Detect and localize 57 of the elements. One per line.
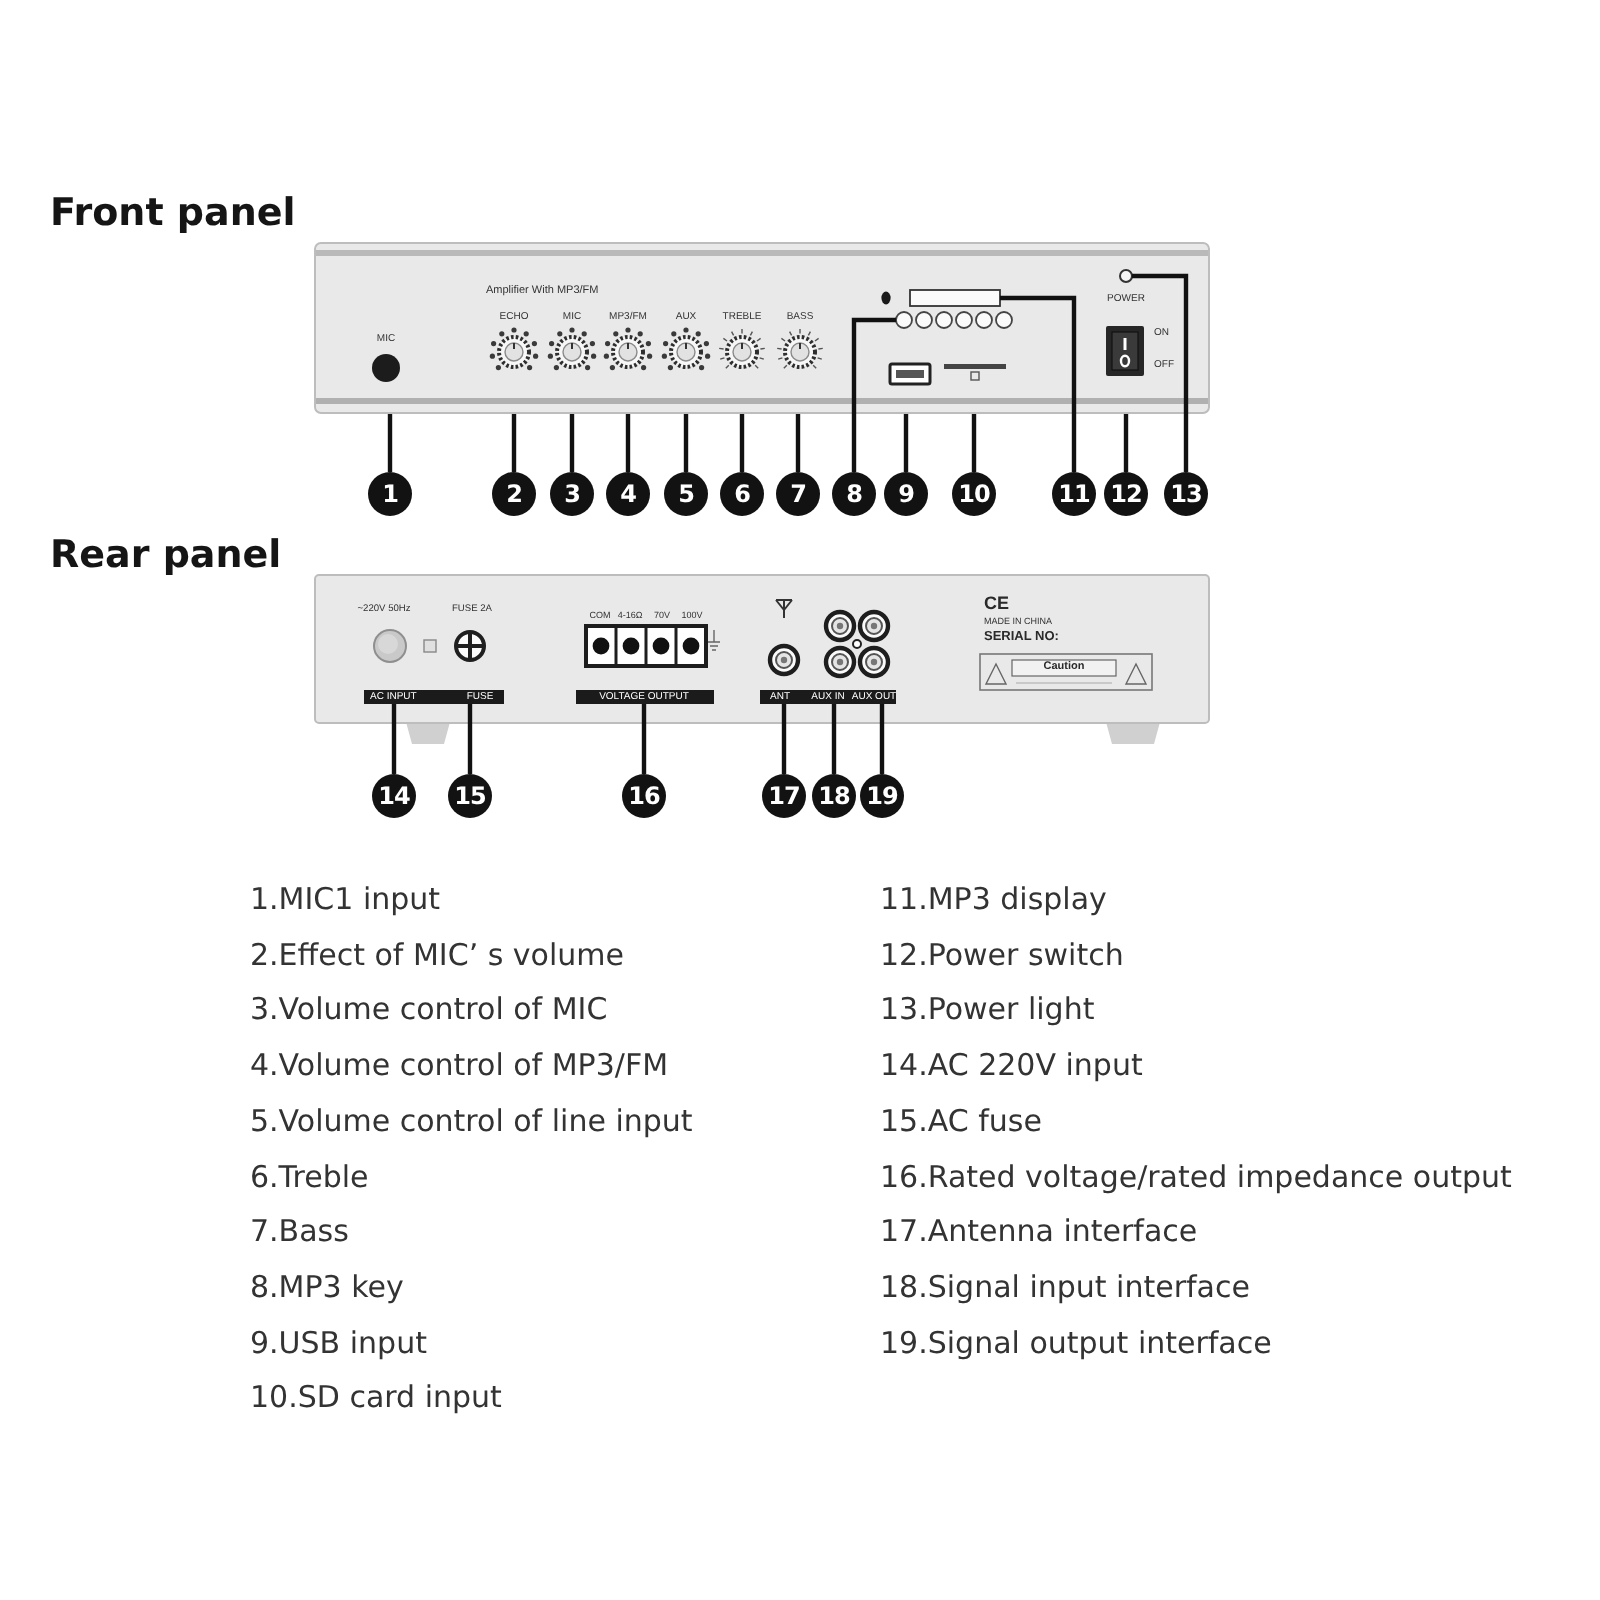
leader-line <box>795 414 801 472</box>
part-description: 13.Power light <box>880 995 1095 1026</box>
part-description: 8.MP3 key <box>250 1272 404 1303</box>
leader-line <box>739 414 745 472</box>
part-description: 9.USB input <box>250 1328 427 1359</box>
leader-line <box>1123 414 1129 472</box>
callout-number: 10 <box>952 472 996 516</box>
callout-number: 6 <box>720 472 764 516</box>
part-description: 18.Signal input interface <box>880 1272 1250 1303</box>
leader-line <box>387 414 393 472</box>
leader-line <box>511 414 517 472</box>
leader-line <box>971 414 977 472</box>
callout-number: 12 <box>1104 472 1148 516</box>
part-description: 16.Rated voltage/rated impedance output <box>880 1162 1512 1192</box>
leader-line <box>903 414 909 472</box>
callout-number: 4 <box>606 472 650 516</box>
leader-line <box>683 414 689 472</box>
part-description: 2.Effect of MIC’ s volume <box>250 940 625 971</box>
section-heading: Front panel <box>50 195 296 233</box>
callout-number: 9 <box>884 472 928 516</box>
callout-number: 19 <box>860 774 904 818</box>
part-description: 19.Signal output interface <box>880 1328 1272 1359</box>
callout-number: 18 <box>812 774 856 818</box>
leader-line <box>467 704 473 774</box>
part-description: 10.SD card input <box>250 1383 502 1414</box>
part-description: 6.Treble <box>250 1162 369 1192</box>
callout-number: 14 <box>372 774 416 818</box>
callout-number: 16 <box>622 774 666 818</box>
part-description: 11.MP3 display <box>880 885 1107 915</box>
part-description: 4.Volume control of MP3/FM <box>250 1051 669 1082</box>
part-description: 5.Volume control of line input <box>250 1106 693 1137</box>
callout-number: 11 <box>1052 472 1096 516</box>
part-description: 14.AC 220V input <box>880 1051 1143 1082</box>
leader-line <box>831 704 837 774</box>
leader-line <box>879 704 885 774</box>
section-heading: Rear panel <box>50 537 282 575</box>
part-description: 15.AC fuse <box>880 1106 1042 1137</box>
panel-label: CE <box>984 595 1010 613</box>
part-description: 3.Volume control of MIC <box>250 995 608 1026</box>
part-description: 1.MIC1 input <box>250 885 441 915</box>
leader-line <box>625 414 631 472</box>
callout-number: 17 <box>762 774 806 818</box>
leader-line <box>781 704 787 774</box>
callout-number: 15 <box>448 774 492 818</box>
callout-number: 13 <box>1164 472 1208 516</box>
leader-line <box>391 704 397 774</box>
callout-number: 8 <box>832 472 876 516</box>
part-description: 17.Antenna interface <box>880 1217 1198 1248</box>
callout-number: 1 <box>368 472 412 516</box>
part-description: 7.Bass <box>250 1217 349 1248</box>
leader-line <box>641 704 647 774</box>
part-description: 12.Power switch <box>880 940 1124 971</box>
callout-number: 3 <box>550 472 594 516</box>
leader-line <box>569 414 575 472</box>
callout-number: 7 <box>776 472 820 516</box>
callout-number: 5 <box>664 472 708 516</box>
callout-number: 2 <box>492 472 536 516</box>
